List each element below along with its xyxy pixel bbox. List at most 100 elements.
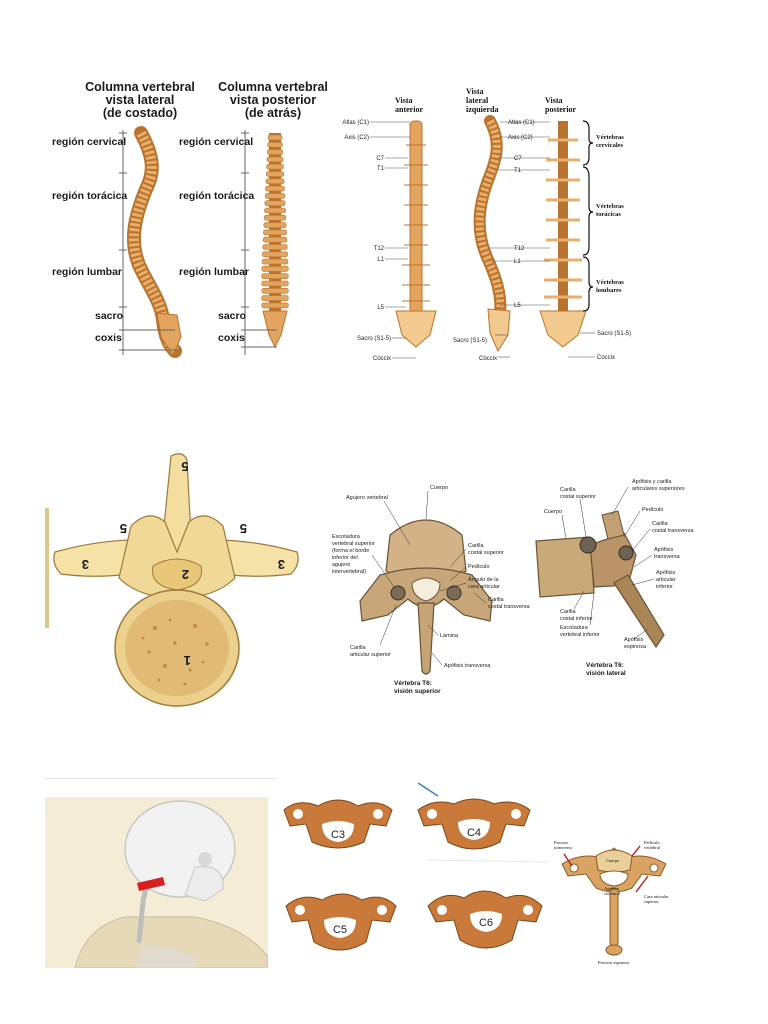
t6-label-costal-trans-1: Carilla	[488, 597, 505, 603]
t6-lateral-caption-2: visión lateral	[586, 670, 626, 677]
neck-illustration-panel	[45, 797, 268, 968]
posterior-label-sacrum: Sacro (S1-5)	[597, 331, 631, 337]
t6-vertebra-figure: Cuerpo Agujero vertebral Escotadura vert…	[332, 479, 695, 695]
diagram-label-foramen-1: Agujero	[604, 886, 619, 891]
t6l-label-apophysis-1: Apófisis y carilla	[632, 479, 672, 485]
diagram-label-transverse-1: Proceso	[554, 840, 569, 845]
region-brackets	[582, 120, 594, 312]
lateral-title-line2: vista lateral	[106, 93, 175, 107]
diagram-label-articular-2: superior	[644, 899, 659, 904]
lateral-lumbar-label: región lumbar	[52, 266, 122, 278]
spine-simple-panel: Columna vertebral vista lateral (de cost…	[45, 75, 345, 375]
vertebra-c6	[427, 890, 543, 949]
posterior-vertebra	[262, 236, 288, 243]
spine-simple-figure: Columna vertebral vista lateral (de cost…	[52, 80, 328, 358]
lateral-cervical-label: región cervical	[52, 136, 126, 148]
t6-label-angle-2: cara articular	[468, 584, 500, 590]
view-lateral-line2: lateral	[466, 96, 489, 105]
t6-label-angle-1: Ángulo de la	[468, 576, 500, 583]
posterior-vertebra	[264, 207, 286, 214]
t6-lateral-drawing	[535, 510, 665, 649]
posterior-vertebra	[262, 244, 288, 250]
t6-superior-caption-2: visión superior	[394, 688, 441, 695]
blue-arrow-line	[417, 782, 439, 797]
vertebra-c4	[417, 798, 531, 850]
lumbar-vertebra-drawing	[53, 453, 299, 707]
neck-illustration	[45, 797, 268, 968]
vertebra-c6-label: C6	[479, 917, 493, 929]
lateral-region-brackets	[119, 130, 177, 355]
posterior-title-line1: Columna vertebral	[218, 80, 328, 94]
posterior-vertebra	[261, 288, 289, 294]
lateral-label-t1: T1	[514, 168, 522, 174]
t6-leader-lines	[371, 486, 655, 666]
posterior-cervical-label: región cervical	[179, 136, 253, 148]
posterior-title-line3: (de atrás)	[245, 106, 301, 120]
anterior-spine-drawing	[395, 120, 437, 348]
t6-superior-caption-1: Vértebra T6:	[394, 680, 432, 687]
posterior-vertebra	[267, 142, 283, 148]
view-lateral-line1: Vista	[466, 87, 483, 96]
posterior-title-line2: vista posterior	[230, 93, 316, 107]
posterior-vertebra	[262, 251, 288, 258]
posterior-vertebra	[263, 215, 287, 221]
cervical-diagram-panel: Proceso transverso Pedículo vertebral Cu…	[552, 830, 677, 970]
bracket-lumbar-line1: Vértebras	[596, 279, 624, 286]
t6l-label-body: Cuerpo	[544, 509, 562, 515]
posterior-coccyx-label: coxis	[218, 332, 245, 344]
anterior-label-coccyx: Cóccix	[373, 356, 391, 362]
diagram-label-pedicle-1: Pedículo	[644, 840, 660, 845]
lumbar-vertebra-figure: 5 5 5 3 3 2 1	[45, 453, 299, 707]
posterior-spine-drawing	[261, 133, 289, 349]
t6l-label-apophysis-2: articulares superiores	[632, 486, 685, 492]
t6l-label-spinous-2: espinosa	[624, 644, 647, 650]
t6l-label-transverse-2: transversa	[654, 554, 681, 560]
t6-lateral-caption-1: Vértebra T6:	[586, 662, 624, 669]
lumbar-number-left-transverse: 3	[82, 557, 89, 572]
t6l-label-pedicle: Pedículo	[642, 507, 663, 513]
t6-vertebra-panel: Cuerpo Agujero vertebral Escotadura vert…	[328, 475, 705, 705]
posterior-vertebra	[264, 193, 286, 199]
posterior-vertebra	[261, 258, 289, 265]
lateral-label-coccyx: Cóccix	[479, 356, 497, 362]
t6-label-costal-sup-1: Carilla	[468, 543, 485, 549]
lateral-label-t12: T12	[514, 246, 525, 252]
t6-label-pedicle: Pedículo	[468, 564, 489, 570]
vertebra-c5-label: C5	[333, 924, 347, 936]
cervical-vertebrae-panel: C3 C4 C5 C6	[278, 780, 553, 970]
posterior-vertebra	[263, 222, 287, 228]
t6-label-notch-4: inferior del	[332, 555, 358, 561]
spine-detailed-figure: Vista anterior Vista lateral izquierda V…	[342, 87, 631, 362]
posterior-vertebra	[261, 266, 289, 272]
t6-label-articular-sup-1: Carilla	[350, 645, 367, 651]
lateral-label-axis: Axis (C2)	[508, 135, 533, 141]
t6-label-notch-5: agujero	[332, 562, 350, 568]
lateral-thoracic-label: región torácica	[52, 190, 127, 202]
posterior-region-brackets	[241, 130, 277, 355]
t6-label-notch-6: intervertebral)	[332, 569, 366, 575]
lumbar-number-right-articular: 5	[240, 521, 247, 536]
lateral-title-line3: (de costado)	[103, 106, 177, 120]
t6l-label-art-inf-2: articular	[656, 577, 676, 583]
spine-detailed-panel: Vista anterior Vista lateral izquierda V…	[340, 85, 670, 370]
cervical-diagram: Proceso transverso Pedículo vertebral Cu…	[554, 840, 669, 965]
anterior-label-l5: L5	[377, 305, 384, 311]
t6-label-vertebral-foramen: Agujero vertebral	[346, 495, 388, 501]
vertebra-c3	[283, 799, 393, 849]
lumbar-number-spinous: 5	[181, 459, 188, 474]
t6l-label-notch-inf-1: Escotadura	[560, 625, 589, 631]
cervical-diagram-pointers	[563, 845, 649, 893]
t6l-label-costal-inf-2: costal inferior	[560, 616, 593, 622]
lateral-label-c7: C7	[514, 156, 522, 162]
diagram-label-spinous: Proceso espinoso	[598, 960, 630, 965]
t6l-label-transverse-1: Apófisis	[654, 547, 674, 553]
anterior-label-c7: C7	[376, 156, 384, 162]
lateral-label-l5: L5	[514, 303, 521, 309]
posterior-detailed-spine-drawing	[539, 121, 587, 348]
bracket-thoracic-line2: torácicas	[596, 211, 621, 218]
vertebra-c5	[285, 893, 397, 951]
view-anterior-line1: Vista	[395, 96, 412, 105]
lateral-sacrum-label: sacro	[95, 310, 123, 322]
diagram-label-articular-1: Cara articular	[644, 894, 669, 899]
lateral-label-atlas: Atlas (C1)	[508, 120, 535, 126]
